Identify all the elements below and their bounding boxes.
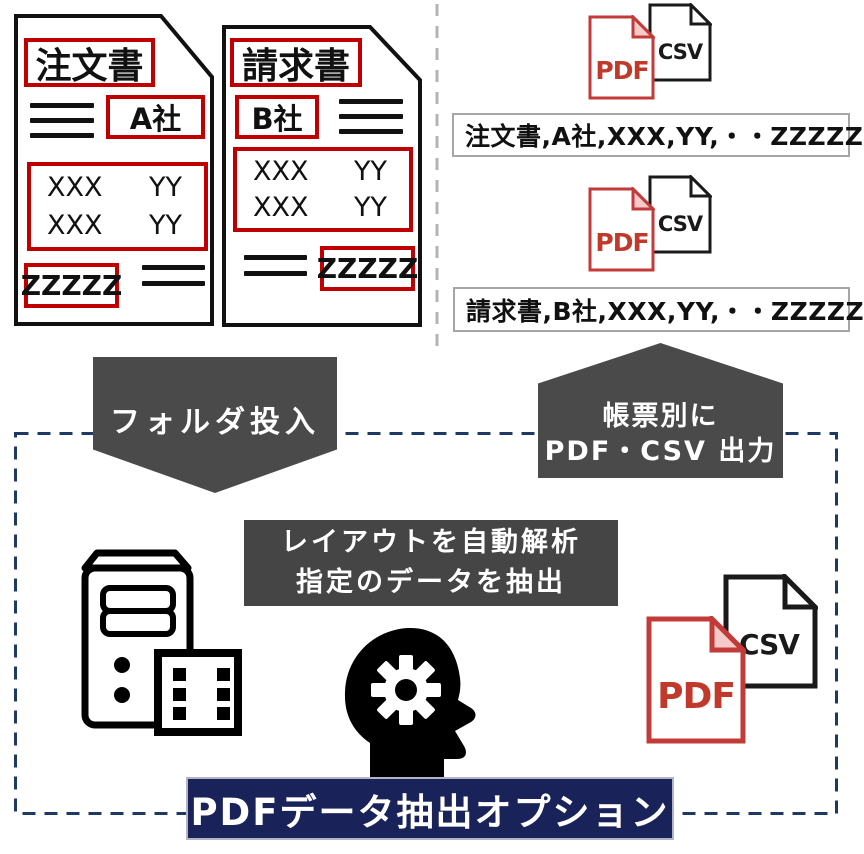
csv-line-text: 請求書,B社,XXX,YY,・・ZZZZZ [466,296,864,326]
server-dot [114,687,130,703]
divider-dashed [435,4,439,352]
text-line [30,118,94,123]
company-name: A社 [129,102,182,136]
footer-field: ZZZZZ [317,246,418,291]
cell: YY [149,172,182,204]
process-line1: レイアウトを自動解析 [281,526,581,558]
text-line [30,133,94,138]
document-title: 注文書 [35,45,144,87]
output-label-line2: PDF・CSV 出力 [544,436,777,468]
pdf-fold [631,187,655,211]
csv-label: CSV [658,212,704,236]
pdf-label: PDF [595,56,648,85]
data-box-cells [173,668,230,720]
output-file-pair: CSV PDF [588,175,713,275]
option-title: PDFデータ抽出オプション [190,790,670,834]
process-description-box: レイアウトを自動解析 指定のデータを抽出 [244,520,618,606]
text-line [339,99,403,104]
company-name: B社 [251,102,303,136]
cell: XXX [47,209,103,241]
csv-fold [689,175,712,198]
document-title-field: 請求書 [230,38,362,87]
pdf-fold [709,616,746,653]
output-arrow: 帳票別に PDF・CSV 出力 [538,343,783,478]
text-line [339,114,403,119]
document-title-field: 注文書 [24,38,155,87]
csv-fold [782,574,818,610]
text-lines [142,265,205,286]
pdf-label: PDF [657,676,735,717]
table-row: XXX YY [253,192,387,223]
company-field: A社 [106,95,205,139]
text-lines [339,99,403,134]
data-table-field: XXX YY XXX YY [27,162,208,251]
text-line [244,271,307,276]
csv-output-line-1: 注文書,A社,XXX,YY,・・ZZZZZ [452,113,863,157]
text-line [142,281,205,286]
option-title-banner: PDFデータ抽出オプション [186,777,674,840]
cell: YY [354,156,387,187]
pdf-file-icon: PDF [646,616,746,744]
document-invoice: 請求書 B社 XXX YY XXX YY ZZZZZ [222,25,422,327]
text-line [339,129,403,134]
output-label-line1: 帳票別に [602,400,719,432]
footer-field: ZZZZZ [21,263,122,308]
server-slot [100,608,176,637]
csv-line-text: 注文書,A社,XXX,YY,・・ZZZZZ [465,122,864,151]
footer-value: ZZZZZ [20,269,123,302]
table-row: XXX YY [47,210,182,241]
csv-fold [689,3,712,26]
cell: XXX [47,172,103,204]
document-title: 請求書 [241,45,350,87]
folder-input-label: フォルダ投入 [110,405,320,440]
result-file-pair: CSV PDF [646,574,818,744]
pdf-fold [631,15,655,39]
gear-icon [371,655,441,725]
text-line [244,255,307,260]
csv-file-icon: CSV [723,574,818,689]
csv-label: CSV [739,628,800,661]
csv-label: CSV [658,40,704,64]
output-file-pair: CSV PDF [588,3,713,103]
data-table-field: XXX YY XXX YY [233,147,413,232]
text-line [30,103,94,108]
cell: YY [149,209,182,241]
server-dot [114,657,130,673]
table-row: XXX YY [253,156,387,187]
cell: XXX [253,192,309,223]
pdf-file-icon: PDF [588,187,655,272]
text-lines [244,255,307,276]
csv-file-icon: CSV [648,3,712,82]
server-slot [100,585,176,614]
text-lines [30,103,94,138]
csv-output-line-2: 請求書,B社,XXX,YY,・・ZZZZZ [453,287,864,332]
table-row: XXX YY [47,172,182,203]
document-order-form: 注文書 A社 XXX YY XXX YY ZZZZZ [14,14,214,326]
cell: YY [354,192,387,223]
head-gear-icon [344,627,476,778]
server-icon [81,549,242,736]
process-line2: 指定のデータを抽出 [296,567,566,598]
csv-file-icon: CSV [648,175,712,254]
pdf-file-icon: PDF [588,15,655,100]
company-field: B社 [235,95,319,139]
footer-value: ZZZZZ [316,252,419,285]
cell: XXX [253,156,309,187]
text-line [142,265,205,270]
pdf-label: PDF [595,228,648,257]
